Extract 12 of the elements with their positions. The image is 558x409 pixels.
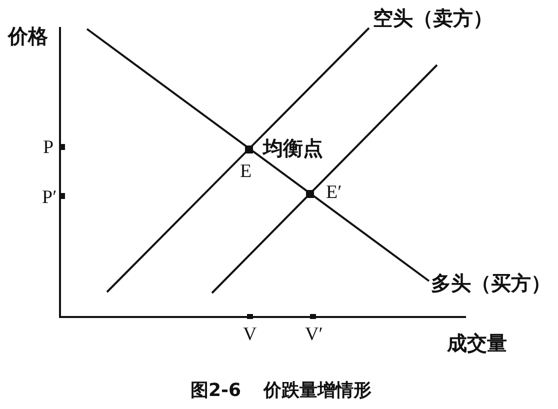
tick-label: P [43,138,54,156]
axis-label: 成交量 [447,333,507,353]
point-label: 均衡点 [263,138,323,158]
tick-label: V′ [305,324,323,344]
line-label: 多头（买方） [431,273,551,293]
line-label: 空头（卖方） [373,8,493,28]
point-label: E′ [326,182,342,202]
tick-label: V [243,324,257,344]
tick-label: P′ [42,188,57,206]
point-label: E [240,162,252,180]
caption: 图2-6 价跌量增情形 [190,382,372,400]
axis-label: 价格 [8,26,48,46]
